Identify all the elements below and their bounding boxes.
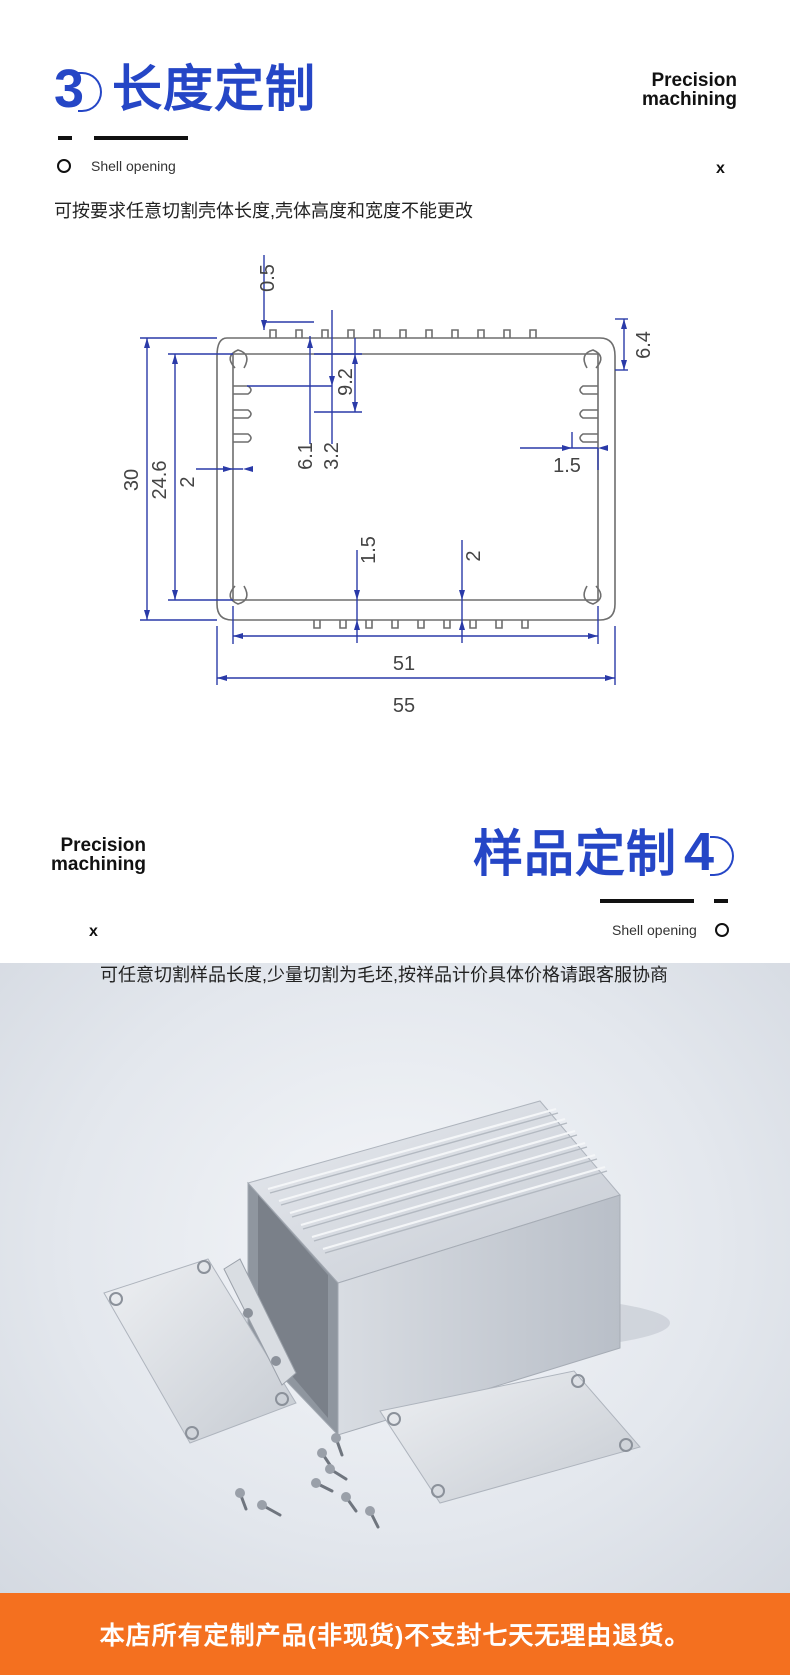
section3-description: 可按要求任意切割壳体长度,壳体高度和宽度不能更改 xyxy=(54,201,473,221)
corner-groove-tl xyxy=(229,349,248,369)
section4-divider-short xyxy=(714,899,728,903)
section4-precision-line2: machining xyxy=(50,854,146,875)
enclosure-cross-section-drawing: 55 51 30 24.6 2 0.5 9.2 6.1 3.2 6.4 1.5 … xyxy=(121,255,655,717)
section4-precision-label: Precision machining xyxy=(40,836,146,874)
section3-shell-label: Shell opening xyxy=(91,158,176,174)
section4-bracket-icon xyxy=(710,836,734,876)
dim-label-51: 51 xyxy=(393,653,415,675)
corner-groove-bl xyxy=(229,585,248,605)
section4-shell-label: Shell opening xyxy=(612,922,697,938)
dim-label-9-2: 9.2 xyxy=(335,368,357,396)
end-plate-left xyxy=(103,1258,297,1444)
left-slots xyxy=(233,385,252,443)
bottom-fins xyxy=(313,620,529,629)
section4-title: 样品定制 xyxy=(473,826,677,882)
corner-groove-tr xyxy=(583,349,602,369)
section3-precision-line2: machining xyxy=(641,89,737,110)
section4-number: 4 xyxy=(684,822,715,882)
section3-bracket-icon xyxy=(78,72,102,112)
right-slots xyxy=(579,385,598,443)
dim-label-6-4: 6.4 xyxy=(633,331,655,359)
section3-divider-short xyxy=(58,136,72,140)
section4-precision-line1: Precision xyxy=(60,835,146,856)
section3-precision-label: Precision machining xyxy=(642,71,737,109)
dim-label-24-6: 24.6 xyxy=(149,461,171,500)
dim-label-6-1: 6.1 xyxy=(295,442,317,470)
corner-groove-br xyxy=(583,585,602,605)
dim-label-2-left: 2 xyxy=(177,476,199,487)
aluminum-enclosure-illustration xyxy=(103,1100,670,1529)
dim-label-2-bottom: 2 xyxy=(463,550,485,561)
dim-label-3-2: 3.2 xyxy=(321,442,343,470)
dim-label-55: 55 xyxy=(393,695,415,717)
section3-x-mark: x xyxy=(716,160,725,177)
shell-inner-outline xyxy=(232,353,599,601)
dim-label-0-5: 0.5 xyxy=(257,264,279,292)
section4-x-mark: x xyxy=(89,923,98,940)
section3-circle-icon xyxy=(57,159,71,173)
section4-circle-icon xyxy=(715,923,729,937)
section4-description: 可任意切割样品长度,少量切割为毛坯,按祥品计价具体价格请跟客服协商 xyxy=(100,965,668,985)
footer-notice-text: 本店所有定制产品(非现货)不支封七天无理由退货。 xyxy=(99,1622,691,1650)
dim-label-30: 30 xyxy=(121,469,143,491)
mounting-bracket xyxy=(223,1258,297,1386)
section4-divider-long xyxy=(600,899,694,903)
product-photo xyxy=(0,963,790,1593)
section3-title: 长度定制 xyxy=(112,61,316,117)
footer-notice-banner: 本店所有定制产品(非现货)不支封七天无理由退货。 xyxy=(0,1593,790,1675)
top-fins xyxy=(269,329,537,338)
section3-precision-line1: Precision xyxy=(651,70,737,91)
end-plate-right xyxy=(379,1370,641,1504)
screws xyxy=(238,1436,380,1529)
dim-label-1-5-right: 1.5 xyxy=(553,455,581,477)
section3-divider-long xyxy=(94,136,188,140)
shell-outer-outline xyxy=(216,337,616,621)
dim-label-1-5-bottom: 1.5 xyxy=(358,536,380,564)
